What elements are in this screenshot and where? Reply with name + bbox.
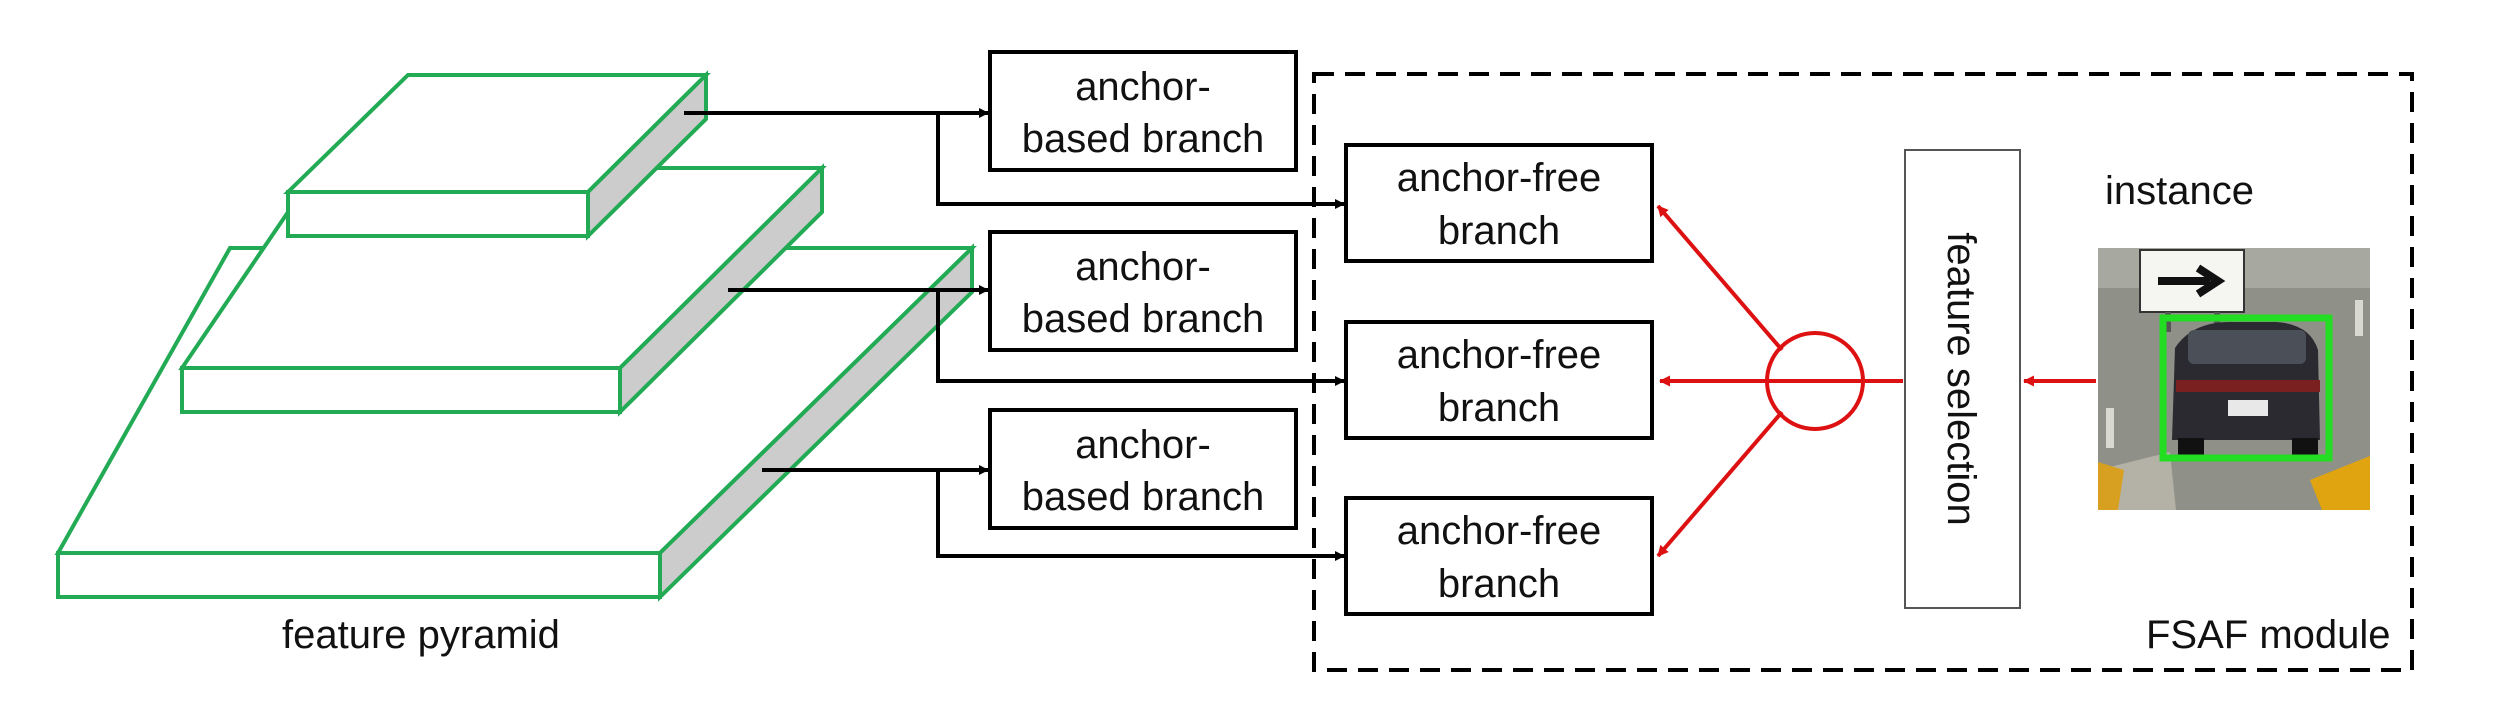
anchor-based-label-line2: based branch [1022,297,1264,341]
instance-label: instance [2105,169,2254,213]
anchor-free-label-line2: branch [1438,562,1560,606]
anchor-based-label-line2: based branch [1022,117,1264,161]
anchor-free-branch-3: anchor-free branch [1344,496,1654,616]
arrow-level3-anchor-free [936,470,1345,561]
pyramid-to-branch-arrows [684,108,1345,561]
fsaf-module-border [1312,72,2414,672]
pyramid-level-top [283,70,711,241]
anchor-free-label-line2: branch [1438,209,1560,253]
pyramid-label: feature pyramid [282,613,560,657]
anchor-free-label-line2: branch [1438,386,1560,430]
selection-switch [1656,204,1903,558]
feature-pyramid: feature pyramid [54,70,977,657]
anchor-free-branch-1: anchor-free branch [1344,143,1654,263]
anchor-based-branch-3: anchor- based branch [988,408,1298,530]
anchor-based-label-line1: anchor- [1075,245,1211,289]
anchor-free-label-line1: anchor-free [1397,509,1602,553]
instance-image [2098,248,2370,510]
anchor-based-branch-1: anchor- based branch [988,50,1298,172]
anchor-based-label-line1: anchor- [1075,65,1211,109]
anchor-free-label-line1: anchor-free [1397,156,1602,200]
red-arrow-to-branch-1 [1656,204,1784,352]
red-arrow-to-branch-3 [1656,410,1784,558]
arrow-level2-anchor-free [936,290,1345,386]
arrow-level1-anchor-free [936,113,1345,209]
anchor-free-branch-2: anchor-free branch [1344,320,1654,440]
fsaf-module-label: FSAF module [2146,613,2391,657]
feature-selection-label: feature selection [1939,232,1983,526]
anchor-based-label-line2: based branch [1022,475,1264,519]
anchor-based-label-line1: anchor- [1075,423,1211,467]
feature-selection-box: feature selection [1904,149,2021,609]
anchor-based-branch-2: anchor- based branch [988,230,1298,352]
anchor-free-label-line1: anchor-free [1397,333,1602,377]
